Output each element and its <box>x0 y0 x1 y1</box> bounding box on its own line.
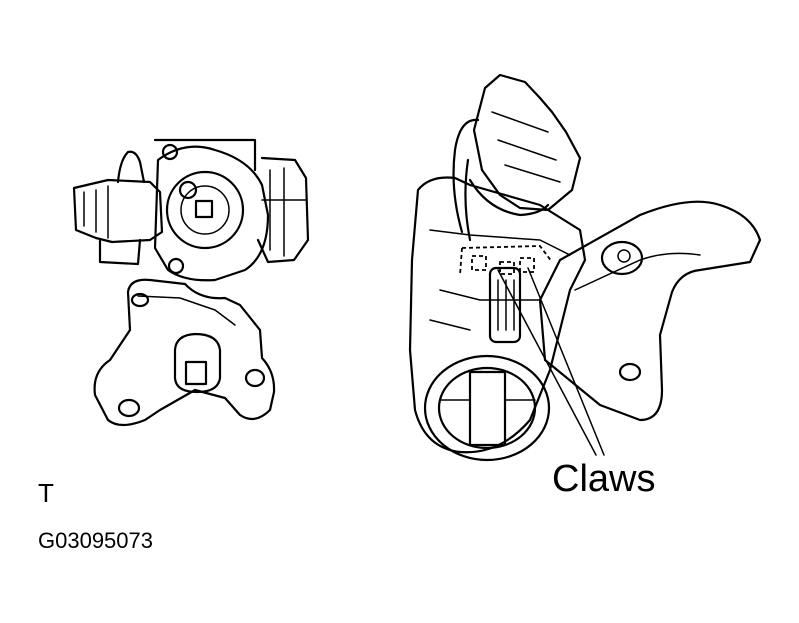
left-bracket-hole-top <box>130 292 150 308</box>
right-switch-insert-lines <box>497 279 515 331</box>
left-side-block <box>256 156 310 264</box>
claws-leader-line-2 <box>527 267 605 456</box>
left-mounting-bracket <box>93 278 276 427</box>
left-bracket-hole-right <box>244 368 266 388</box>
claws-leader-line-1 <box>497 269 597 456</box>
right-key-slot <box>468 370 507 447</box>
left-side-block-detail <box>261 167 307 257</box>
left-top-bracket <box>153 138 257 172</box>
left-bracket-rim <box>137 295 236 326</box>
left-ignition-switch-assembly <box>72 138 310 427</box>
claw-hidden-center <box>499 261 515 275</box>
right-main-body <box>408 176 587 454</box>
left-screw-top <box>161 143 179 161</box>
right-switch-insert <box>488 266 522 344</box>
left-center-boss <box>173 332 222 394</box>
right-arm-hole <box>618 362 642 382</box>
right-connector-ribs <box>491 111 561 183</box>
right-arm-boss <box>600 240 644 276</box>
left-rotor-inner <box>180 185 230 235</box>
left-rotor-center <box>194 199 214 219</box>
right-wire-loop <box>468 178 550 217</box>
left-connector-lower <box>98 238 142 266</box>
right-key-cylinder-outer <box>423 354 551 462</box>
right-arm-inner-edge <box>574 252 701 291</box>
right-upper-connector <box>472 73 582 212</box>
figure-code-label: G03095073 <box>38 528 153 553</box>
left-screw-side <box>178 180 198 200</box>
right-key-cylinder-inner <box>437 366 537 450</box>
left-screw-bottom <box>167 257 185 275</box>
left-boss-key <box>184 360 208 386</box>
left-switch-rotor <box>165 170 245 250</box>
left-bracket-hole-left <box>117 398 141 418</box>
right-ignition-switch-assembly <box>408 73 762 462</box>
left-connector-ribs <box>83 185 109 239</box>
left-connector-housing <box>72 178 164 244</box>
claw-hidden-right <box>519 257 535 273</box>
claw-hidden-outline <box>459 245 553 276</box>
left-switch-body <box>153 145 270 282</box>
right-wire-harness <box>452 118 480 242</box>
right-arm-boss-hole <box>617 249 631 263</box>
view-mark-label: T <box>38 478 54 508</box>
right-arm-bracket <box>538 200 762 422</box>
claws-label: Claws <box>552 458 656 500</box>
claw-hidden-left <box>471 255 487 271</box>
left-wire-harness <box>116 150 146 184</box>
